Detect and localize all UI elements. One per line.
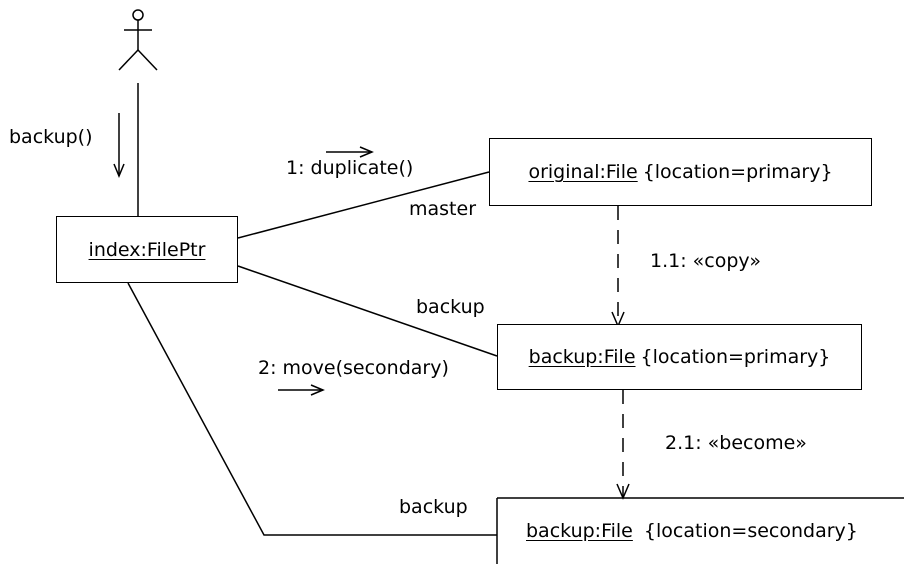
- backup1-file-name: backup:File: [528, 346, 636, 368]
- stick-figure-actor-icon: [118, 9, 158, 71]
- index-backup2-link: [127, 282, 497, 536]
- backup2-box-outline: [496, 497, 904, 564]
- original-file-constraint: {location=primary}: [642, 161, 833, 183]
- become-dependency-arrow: [616, 390, 630, 500]
- backup1-file-box[interactable]: backup:File {location=primary}: [497, 324, 862, 390]
- index-fileptr-name: index:FilePtr: [88, 238, 206, 261]
- original-file-box[interactable]: original:File {location=primary}: [489, 138, 872, 206]
- duplicate-message-label: 1: duplicate(): [286, 157, 414, 179]
- backup2-file-label[interactable]: backup:File {location=secondary}: [526, 520, 858, 542]
- backup-role-label-b: backup: [399, 496, 468, 518]
- backup-message-label: backup(): [9, 126, 93, 148]
- duplicate-message-arrow: [326, 146, 374, 158]
- copy-dependency-arrow: [611, 206, 625, 328]
- become-message-label: 2.1: «become»: [665, 432, 807, 454]
- backup-message-arrow: [113, 113, 125, 178]
- index-original-link: [237, 171, 490, 239]
- move-message-arrow: [278, 384, 325, 396]
- backup2-file-constraint: {location=secondary}: [643, 520, 858, 542]
- move-message-label: 2: move(secondary): [258, 357, 449, 379]
- index-fileptr-box[interactable]: index:FilePtr: [56, 216, 238, 283]
- original-file-name: original:File: [528, 161, 638, 183]
- backup-role-label-a: backup: [416, 296, 485, 318]
- master-role-label: master: [409, 198, 477, 220]
- copy-message-label: 1.1: «copy»: [650, 250, 761, 272]
- backup2-file-name: backup:File: [526, 520, 633, 542]
- backup1-file-constraint: {location=primary}: [640, 346, 831, 368]
- index-backup1-link: [237, 265, 498, 357]
